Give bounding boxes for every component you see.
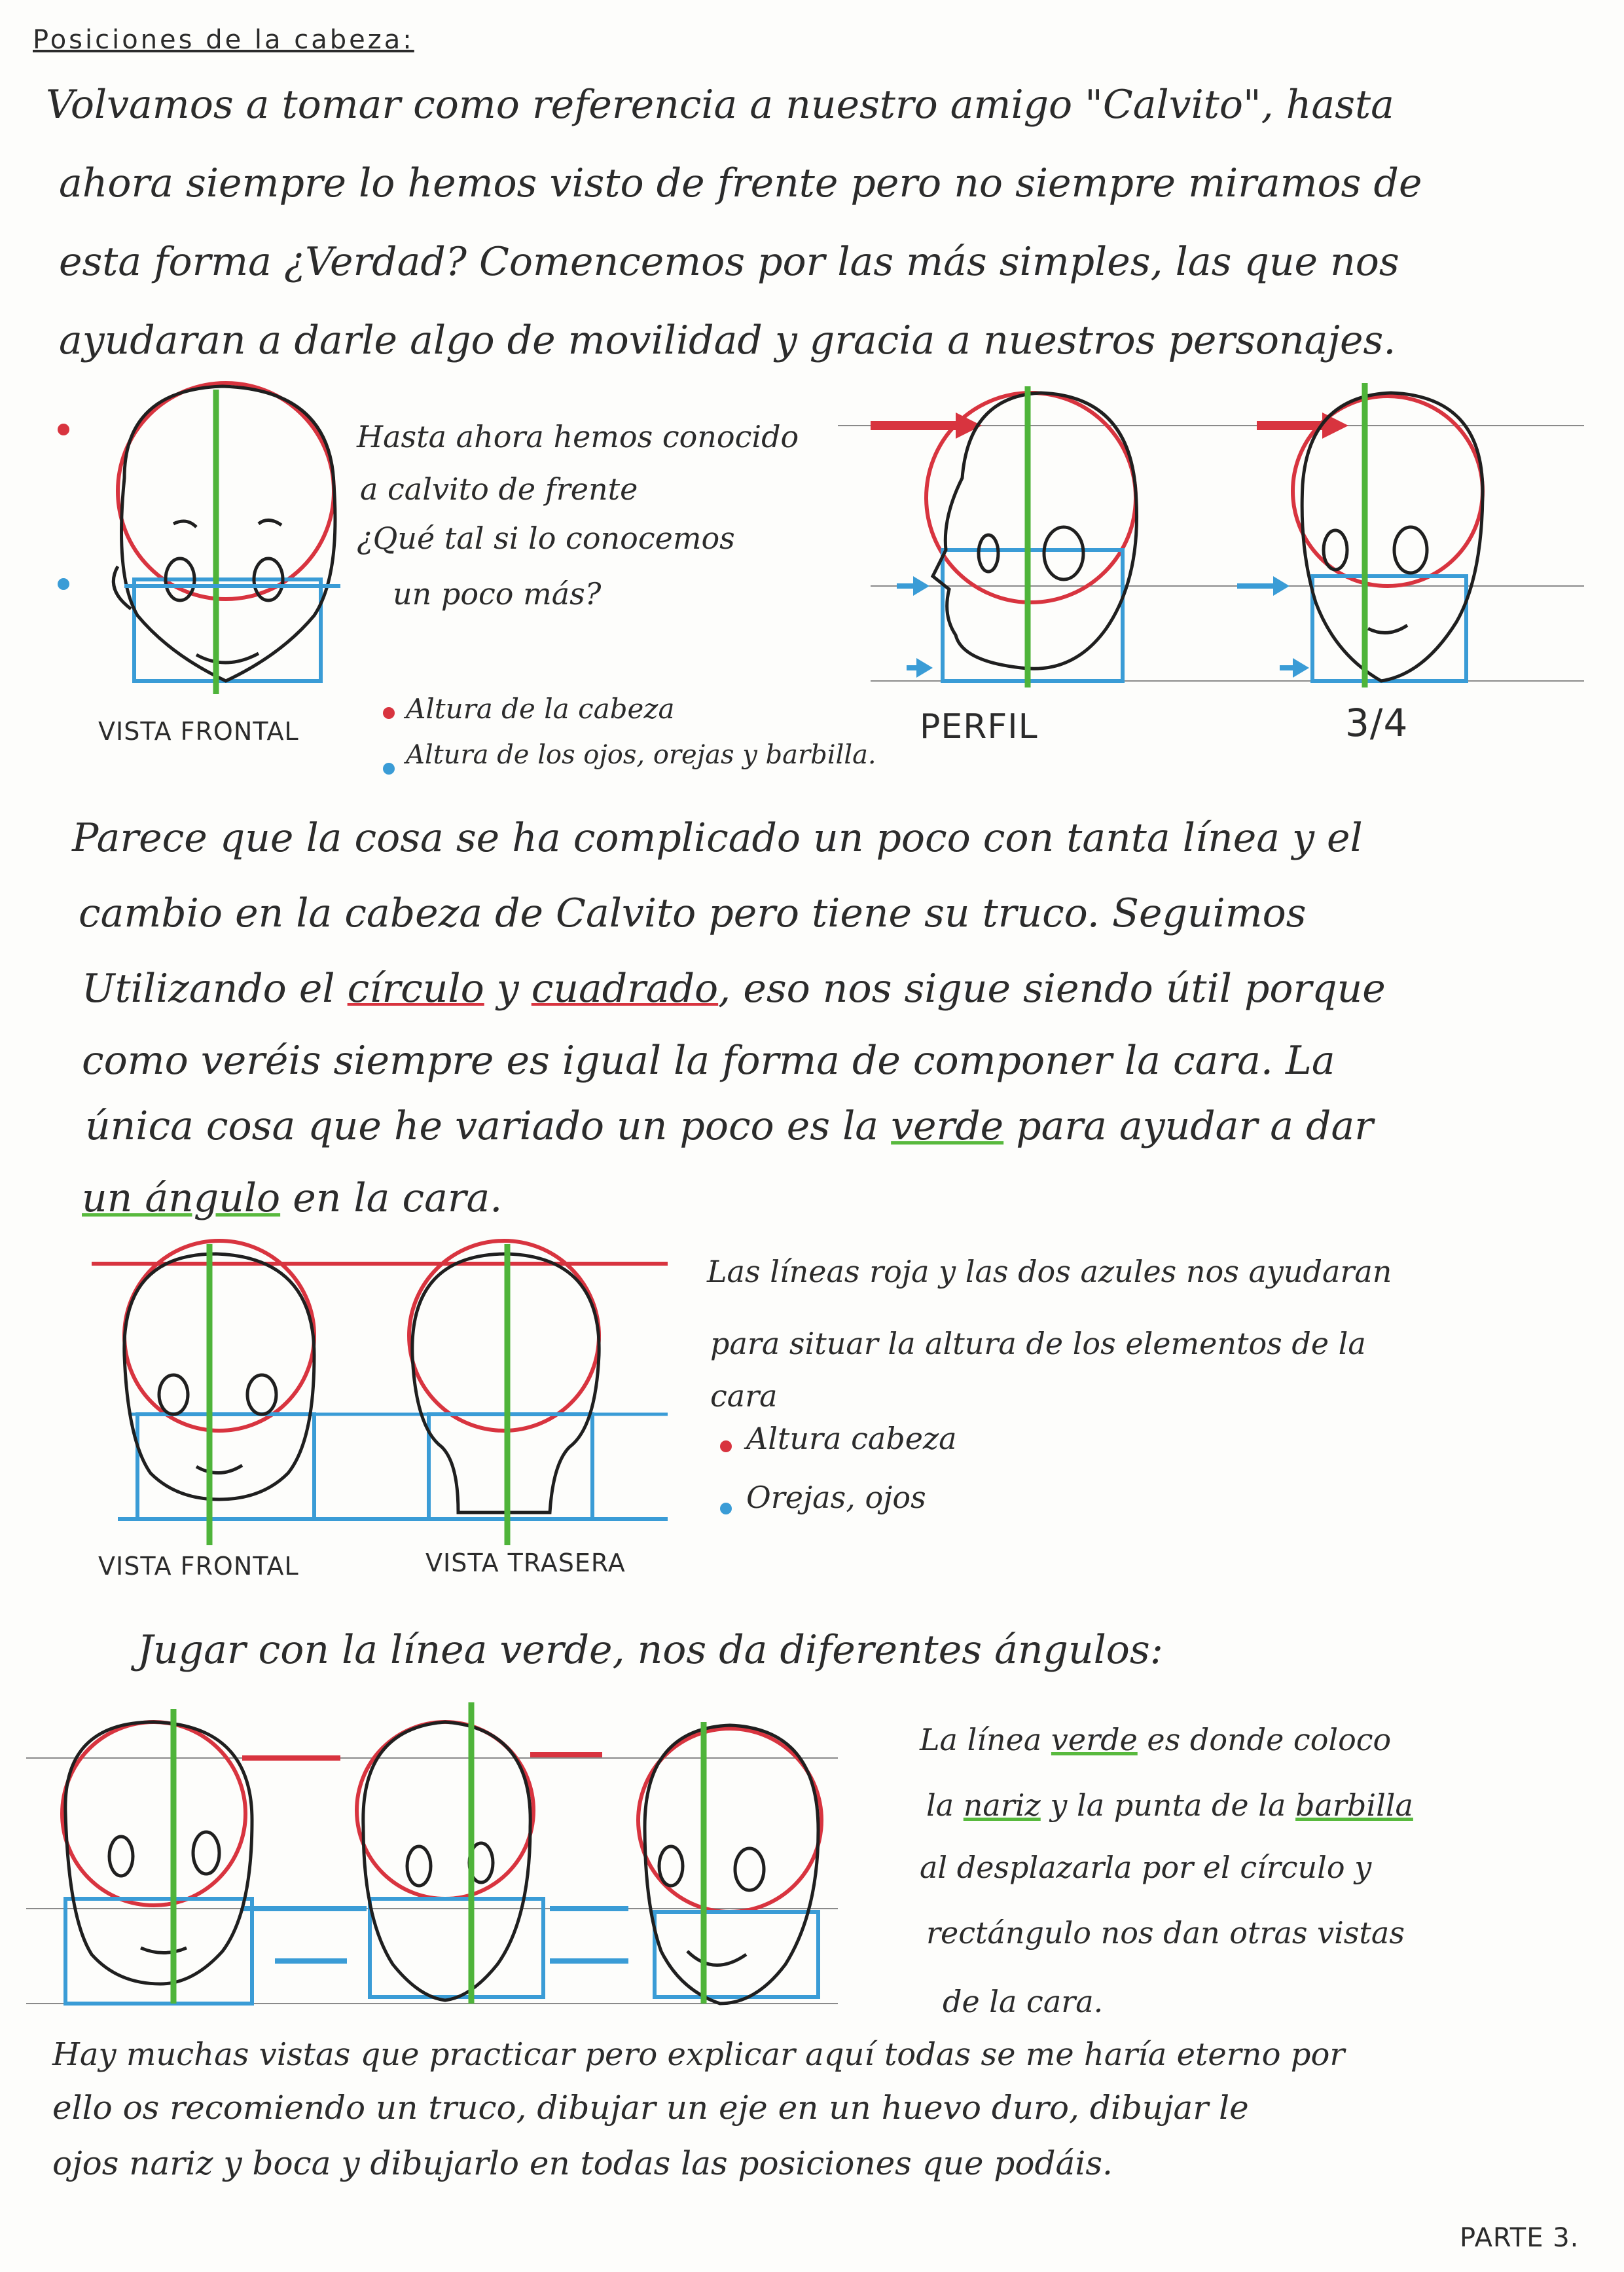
section1-note-line-2: a calvito de frente [360, 471, 638, 507]
underlined-verde-2: verde [1051, 1722, 1138, 1757]
section1-note-line-1: Hasta ahora hemos conocido [357, 419, 799, 454]
label-three-quarter: 3/4 [1345, 701, 1409, 745]
p2-line-2: cambio en la cabeza de Calvito pero tien… [79, 890, 1307, 936]
p2-line-3-mid: y [484, 966, 532, 1012]
legend2-red-dot [720, 1440, 732, 1452]
underlined-cuadrado: cuadrado [531, 966, 719, 1012]
frontal-head-sketch [111, 381, 340, 694]
closing-line-2: ello os recomiendo un truco, dibujar un … [52, 2089, 1249, 2127]
legend-blue-dot [383, 763, 395, 775]
underlined-verde: verde [891, 1103, 1004, 1149]
p2-line-6-post: en la cara. [280, 1175, 503, 1221]
section3-note-2-mid: y la punta de la [1040, 1787, 1296, 1823]
underlined-circulo: círculo [347, 966, 484, 1012]
back-head-sketch [407, 1239, 601, 1545]
legend-blue-text: Altura de los ojos, orejas y barbilla. [406, 740, 876, 770]
section3-note-line-3: al desplazarla por el círculo y [920, 1850, 1372, 1885]
section2-note-line-2: para situar la altura de los elementos d… [710, 1326, 1366, 1361]
p2-line-5: única cosa que he variado un poco es la … [85, 1107, 1373, 1146]
section3-note-2-pre: la [926, 1787, 964, 1823]
section3-note-1-pre: La línea [920, 1722, 1051, 1757]
section3-note-line-2: la nariz y la punta de la barbilla [926, 1787, 1413, 1823]
p2-line-1: Parece que la cosa se ha complicado un p… [72, 815, 1363, 861]
head-views-figure-2 [92, 1239, 668, 1545]
angled-head-middle [355, 1702, 545, 2004]
head-views-figure-1 [111, 381, 1584, 694]
intro-line-3: esta forma ¿Verdad? Comencemos por las m… [59, 239, 1399, 285]
section3-heading: Jugar con la línea verde, nos da diferen… [137, 1627, 1163, 1673]
angled-head-left [60, 1709, 254, 2006]
frontal-head-sketch-2 [122, 1239, 316, 1545]
p2-line-3-pre: Utilizando el [82, 966, 348, 1012]
section3-note-line-4: rectángulo nos dan otras vistas [926, 1915, 1405, 1951]
intro-line-4: ayudaran a darle algo de movilidad y gra… [59, 318, 1396, 363]
legend2-blue-dot [720, 1503, 732, 1514]
head-views-figure-3 [26, 1702, 838, 2006]
profile-head-sketch [871, 386, 1139, 687]
section2-note-line-3: cara [710, 1378, 778, 1414]
label-vista-frontal-1: VISTA FRONTAL [98, 717, 299, 746]
p2-line-6: un ángulo en la cara. [82, 1179, 502, 1218]
legend-red-text: Altura de la cabeza [406, 693, 675, 725]
underlined-nariz: nariz [963, 1787, 1041, 1823]
section3-note-line-5: de la cara. [943, 1984, 1104, 2019]
p2-line-4: como veréis siempre es igual la forma de… [82, 1038, 1335, 1084]
angled-head-right [636, 1722, 823, 2006]
p2-line-3: Utilizando el círculo y cuadrado, eso no… [82, 969, 1386, 1008]
section1-note-line-4: un poco más? [393, 576, 602, 612]
section2-note-line-1: Las líneas roja y las dos azules nos ayu… [707, 1254, 1392, 1289]
legend2-blue-text: Orejas, ojos [746, 1480, 926, 1515]
page-footer: PARTE 3. [1460, 2223, 1579, 2253]
page-title: Posiciones de la cabeza: [33, 25, 414, 55]
legend2-red-text: Altura cabeza [746, 1421, 957, 1456]
p2-line-5-pre: única cosa que he variado un poco es la [85, 1103, 892, 1149]
section3-note-1-post: es donde coloco [1137, 1722, 1392, 1757]
blue-marker-dot [58, 578, 69, 590]
red-marker-dot [58, 424, 69, 435]
label-vista-trasera: VISTA TRASERA [425, 1548, 626, 1577]
intro-line-1: Volvamos a tomar como referencia a nuest… [46, 82, 1394, 128]
intro-line-2: ahora siempre lo hemos visto de frente p… [59, 160, 1422, 206]
section3-note-line-1: La línea verde es donde coloco [920, 1722, 1391, 1757]
underlined-barbilla: barbilla [1295, 1787, 1413, 1823]
closing-line-3: ojos nariz y boca y dibujarlo en todas l… [52, 2144, 1113, 2182]
p2-line-3-post: , eso nos sigue siendo útil porque [718, 966, 1386, 1012]
label-vista-frontal-2: VISTA FRONTAL [98, 1552, 299, 1581]
section1-note-line-3: ¿Qué tal si lo conocemos [357, 521, 735, 556]
p2-line-5-post: para ayudar a dar [1003, 1103, 1373, 1149]
closing-line-1: Hay muchas vistas que practicar pero exp… [52, 2036, 1345, 2073]
three-quarter-head-sketch [1237, 383, 1485, 687]
underlined-un-angulo: un ángulo [82, 1175, 281, 1221]
label-perfil: PERFIL [920, 707, 1038, 746]
legend-red-dot [383, 707, 395, 719]
